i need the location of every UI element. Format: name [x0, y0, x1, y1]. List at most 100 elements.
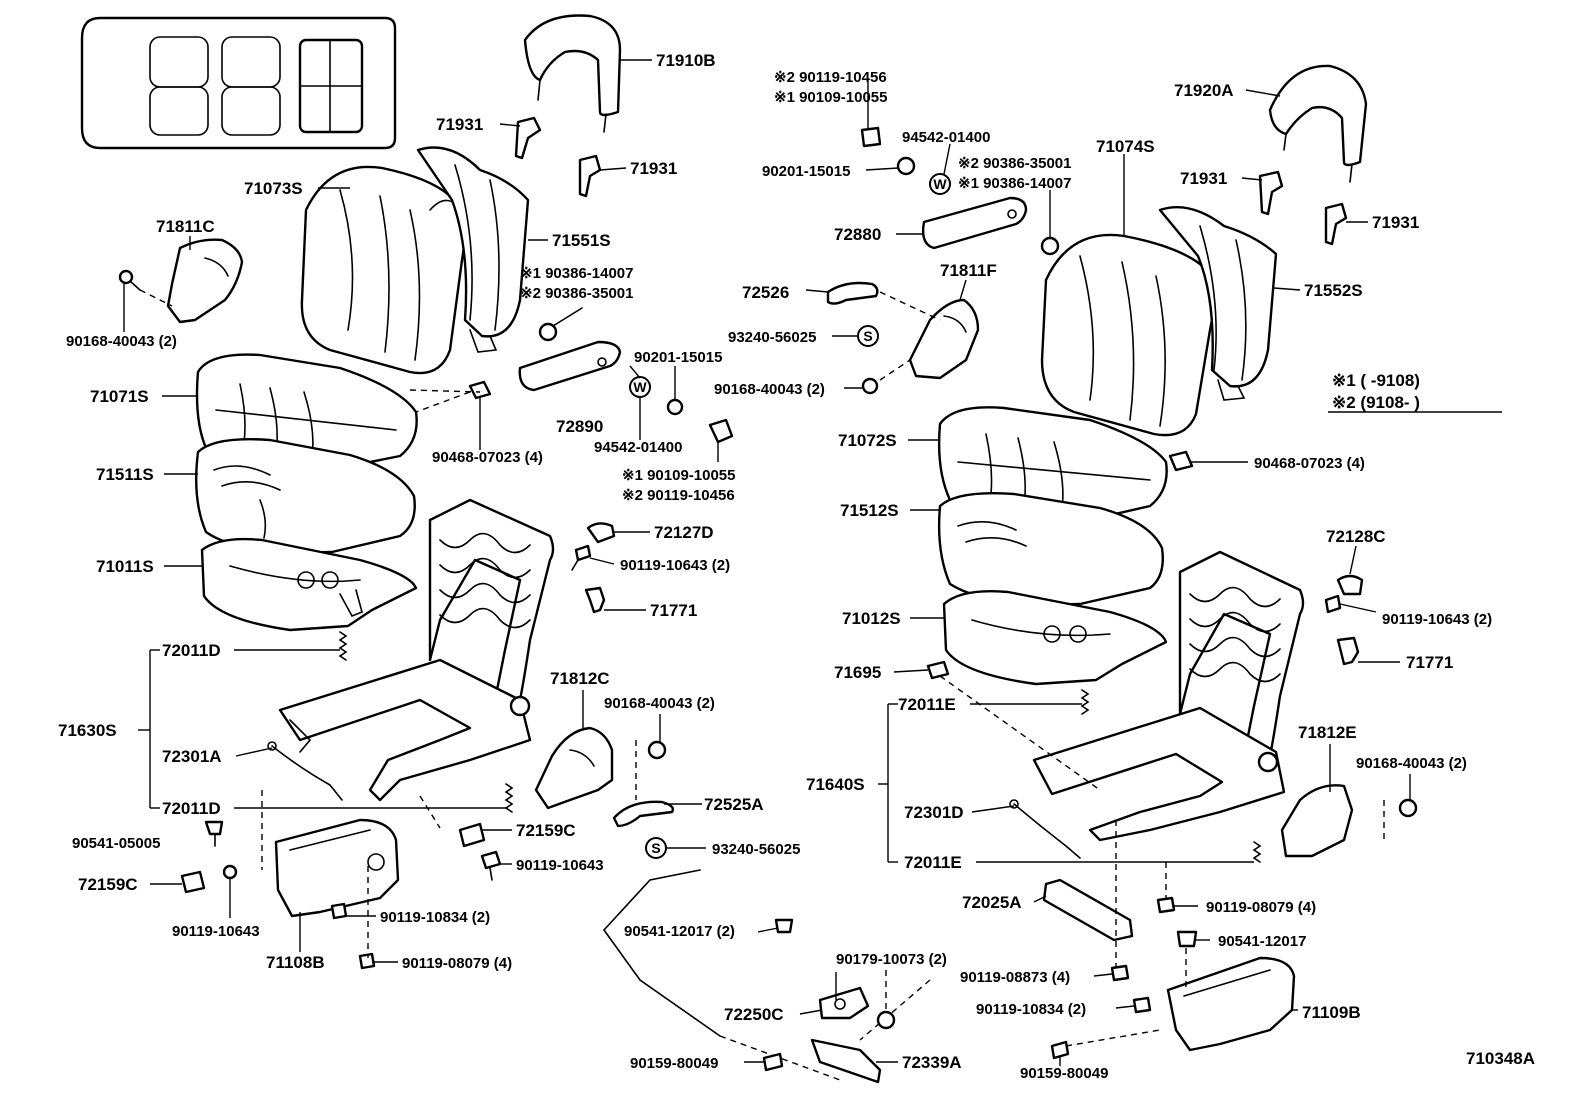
label-90541-05005: 90541-05005 — [72, 835, 160, 852]
label-72128c: 72128C — [1326, 527, 1386, 546]
left-bolt-90119-08079 — [358, 952, 376, 970]
label-71771-b: 71771 — [1406, 653, 1453, 672]
legend-row-2: ※2 (9108- ) — [1332, 393, 1420, 412]
left-screw-90168-40043 — [118, 269, 173, 307]
label-90168-40043-b: 90168-40043 (2) — [604, 695, 715, 712]
label-90159-80049-a: 90159-80049 — [630, 1055, 718, 1072]
label-72880: 72880 — [834, 225, 881, 244]
right-clip-72128c — [1336, 574, 1364, 596]
right-screw-90168-40043-b — [1383, 798, 1418, 840]
left-cable-72301a — [267, 741, 343, 801]
vehicle-layout-thumbnail — [80, 16, 397, 150]
label-71920a: 71920A — [1174, 81, 1234, 100]
label-72339a: 72339A — [902, 1053, 962, 1072]
bolt-90541-12017-a — [774, 918, 794, 934]
right-armrest-nut-90386 — [1040, 236, 1060, 256]
label-71511s: 71511S — [96, 465, 154, 484]
floor-rail-outline — [603, 869, 931, 1081]
label-90159-80049-b: 90159-80049 — [1020, 1065, 1108, 1082]
left-cushion-pad-71511s — [195, 438, 416, 554]
left-seat-frame-71630s — [278, 498, 555, 802]
label-72159c-b: 72159C — [78, 875, 138, 894]
label-71512s: 71512S — [840, 501, 899, 520]
right-cushion-pad-71512s — [937, 492, 1164, 606]
right-bolt-90119-08079 — [1156, 896, 1176, 914]
left-screw-90119-10643-b — [480, 850, 502, 881]
left-headrest-guide-71931-b — [578, 154, 602, 198]
label-90168-40043-a: 90168-40043 (2) — [66, 333, 177, 350]
label-90119-10643-b: 90119-10643 — [516, 857, 604, 874]
right-seat-frame-71640s — [1032, 550, 1305, 842]
label-71771-a: 71771 — [650, 601, 697, 620]
left-lever-72525a — [612, 800, 675, 828]
right-screw-90168-40043 — [861, 359, 911, 395]
label-72159c-a: 72159C — [516, 821, 576, 840]
label-71811c: 71811C — [156, 217, 215, 236]
label-94542-01400-b: 94542-01400 — [902, 129, 990, 146]
label-71931-c: 71931 — [1180, 169, 1227, 188]
left-armrest-nut — [538, 307, 583, 342]
label-72025a: 72025A — [962, 893, 1022, 912]
nut-90179-10073 — [876, 970, 896, 1030]
label-71551s: 71551S — [552, 231, 611, 250]
legend-row-1: ※1 ( -9108) — [1332, 371, 1420, 390]
label-72301a: 72301A — [162, 747, 222, 766]
label-90386-35001-a: ※2 90386-35001 — [520, 285, 634, 302]
label-71011s: 71011S — [96, 557, 154, 576]
right-spring-72011e-b — [1252, 841, 1262, 863]
label-90168-40043-c: 90168-40043 (2) — [714, 381, 825, 398]
snap-ring-symbol-right: S — [863, 328, 872, 344]
label-90119-10643-c: 90119-10643 — [172, 923, 260, 940]
label-93240-56025-b: 93240-56025 — [728, 329, 816, 346]
right-seatback-pad-71552s — [1158, 206, 1278, 401]
right-bracket-72025a — [1042, 878, 1134, 942]
label-71012s: 71012S — [842, 609, 901, 628]
label-71071s: 71071S — [90, 387, 149, 406]
label-71811f: 71811F — [940, 261, 997, 280]
label-90119-10456-a: ※2 90119-10456 — [622, 487, 735, 504]
label-90119-10834-b: 90119-10834 (2) — [976, 1001, 1086, 1018]
right-nut-90201 — [896, 156, 916, 176]
right-cable-72301d — [1009, 799, 1081, 859]
label-71695: 71695 — [834, 663, 881, 682]
label-72525a: 72525A — [704, 795, 764, 814]
left-hinge-cover-71812c — [534, 726, 614, 810]
label-90119-08079-a: 90119-08079 (4) — [402, 955, 512, 972]
right-armrest-bolt-90109 — [860, 126, 882, 148]
right-washer-94542: W — [929, 173, 951, 195]
label-90541-12017-b: 90541-12017 — [1218, 933, 1306, 950]
left-clip-72159c — [458, 822, 486, 848]
left-headrest-guide-71931-a — [514, 116, 542, 160]
label-72011d-b: 72011D — [162, 799, 221, 818]
diagram-id: 710348A — [1466, 1049, 1535, 1068]
label-72011d-a: 72011D — [162, 641, 221, 660]
right-headrest-guide-71931-a — [1258, 170, 1284, 216]
label-71931-d: 71931 — [1372, 213, 1419, 232]
leader-lines — [123, 59, 1502, 1066]
right-bolt-90541-12017 — [1176, 930, 1198, 948]
right-lower-cover-71109b — [1166, 956, 1296, 1052]
snap-ring-symbol: S — [651, 840, 660, 856]
left-spring-72011d-a — [338, 631, 348, 661]
washer-symbol-right: W — [933, 176, 947, 192]
part-labels: 71910B 71931 71931 71073S 71551S 71811C … — [58, 51, 1535, 1082]
right-cushion-frame-71012s — [942, 590, 1168, 686]
label-90119-10643-d: 90119-10643 (2) — [1382, 611, 1492, 628]
label-90168-40043-d: 90168-40043 (2) — [1356, 755, 1467, 772]
label-72301d: 72301D — [904, 803, 964, 822]
right-bolt-90119-08873 — [1110, 964, 1130, 982]
label-90468-07023-a: 90468-07023 (4) — [432, 449, 543, 466]
left-washer-94542: W — [629, 376, 651, 398]
hinge-72250c — [818, 986, 870, 1020]
left-screw-90541-05005 — [204, 820, 224, 847]
left-lower-cover-71108b — [274, 818, 400, 918]
label-90201-15015-a: 90201-15015 — [634, 349, 722, 366]
label-71812e: 71812E — [1298, 723, 1357, 742]
right-clip-90468 — [1168, 450, 1194, 472]
label-90109-10055-a: ※1 90109-10055 — [622, 467, 736, 484]
label-90119-10456-b: ※2 90119-10456 — [774, 69, 887, 86]
bracket-72339a — [810, 1038, 882, 1084]
right-headrest-71920a — [1268, 64, 1368, 183]
group-bracket-71640s — [878, 703, 898, 863]
